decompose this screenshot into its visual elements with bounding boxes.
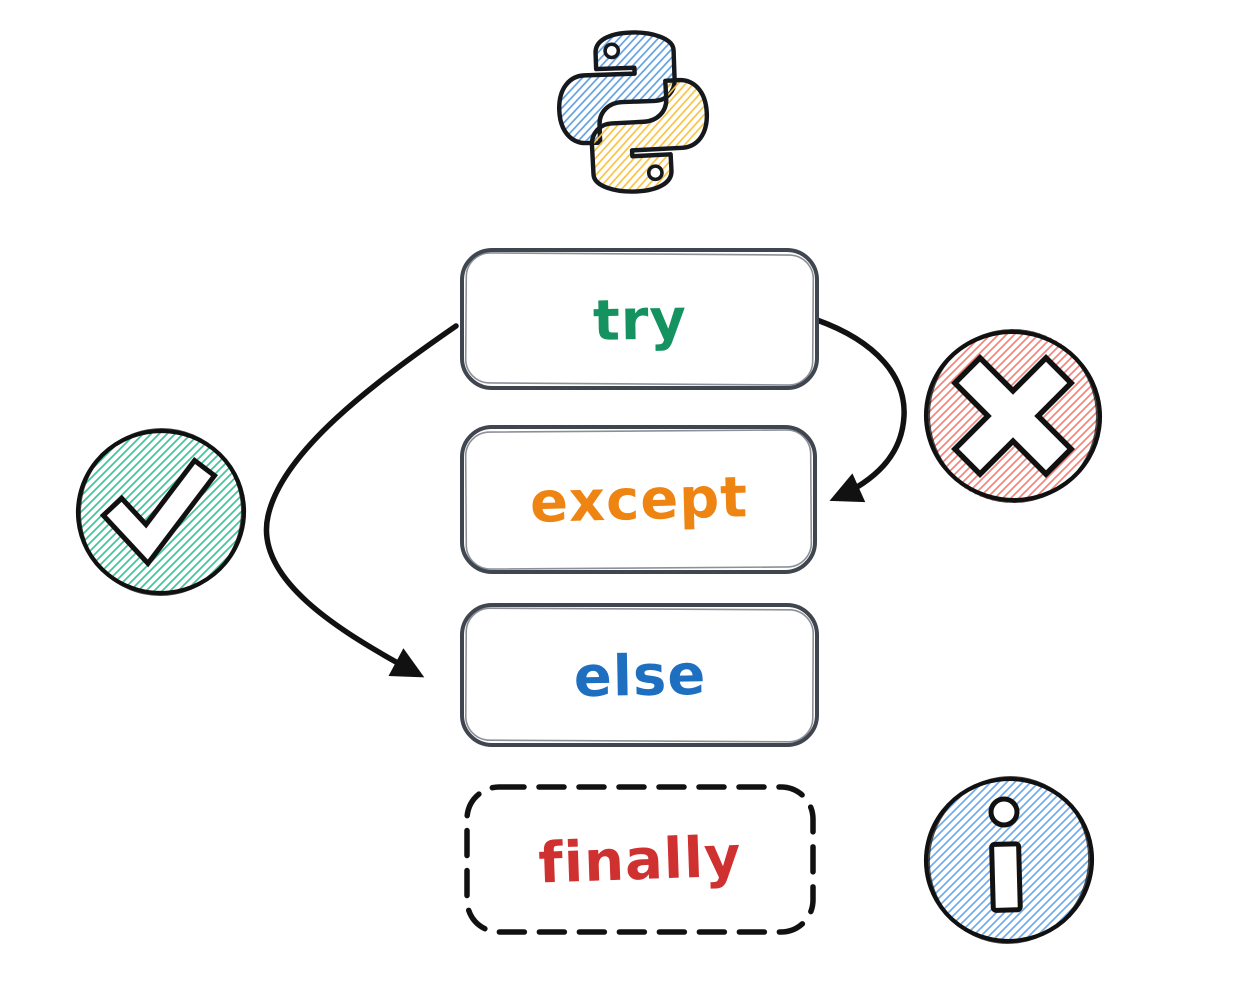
box-finally: finally [464,784,816,935]
box-try-border-echo [464,252,815,386]
success-badge [75,427,247,597]
cross-circle-outline [923,329,1103,503]
arrow-try-to-except [814,317,907,503]
box-else-border-echo [464,607,815,743]
info-circle-outline-echo [927,776,1091,944]
box-try-border [460,248,819,390]
cross-circle-outline-echo [927,328,1099,504]
python-blue-snake-eye [603,42,621,60]
flow-arrows [263,317,907,678]
python-logo-group [557,30,709,194]
arrow-try-to-else [263,323,459,678]
flow-boxes: try except else finally [460,248,819,935]
cross-icon [951,354,1075,478]
box-except: except [460,425,817,574]
check-circle-outline-echo [78,427,244,597]
error-badge [923,328,1103,504]
box-else-label: else [573,643,707,710]
python-yellow-snake-eye [646,164,664,182]
info-circle-outline [923,776,1095,944]
box-finally-label: finally [537,824,742,896]
box-finally-border [464,784,816,935]
info-icon [988,796,1023,913]
box-try-label: try [593,287,688,354]
box-else-border [460,603,819,747]
python-logo [557,30,709,194]
info-badge [923,776,1095,944]
check-circle-outline [75,428,247,596]
box-else: else [460,603,819,747]
check-icon [99,456,219,568]
box-except-label: except [529,465,749,536]
box-except-border [460,425,817,574]
box-try: try [460,248,819,390]
python-logo-yellow-snake [589,77,709,194]
box-except-border-echo [464,429,813,570]
